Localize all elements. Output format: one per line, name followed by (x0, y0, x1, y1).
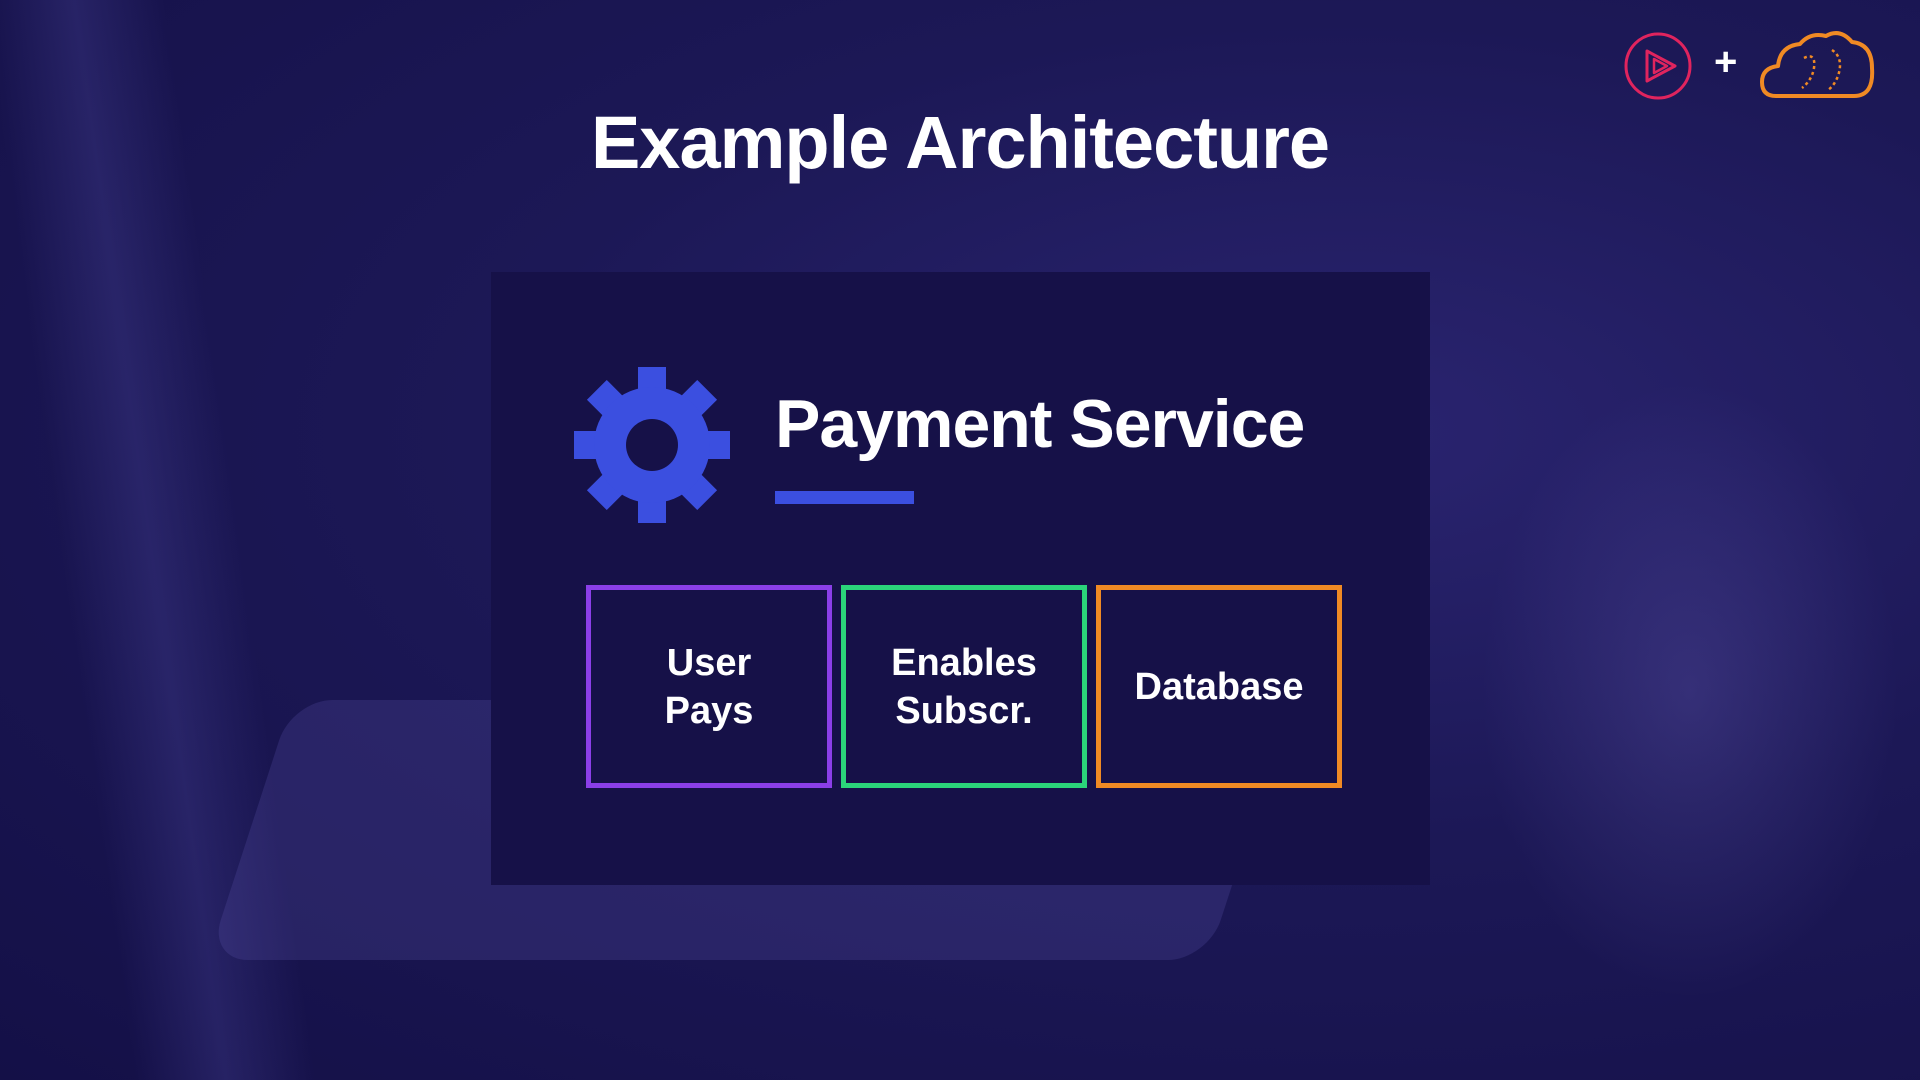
plus-sign: + (1714, 40, 1738, 84)
gear-icon (574, 367, 730, 523)
background-hand (1480, 380, 1900, 1000)
box-label-line: Enables (891, 641, 1037, 684)
slide-title: Example Architecture (590, 101, 1330, 184)
enables-subscription-box: Enables Subscr. (841, 585, 1087, 788)
box-label-line: User (666, 641, 752, 684)
database-box: Database (1096, 585, 1342, 788)
architecture-panel (491, 272, 1430, 885)
service-title: Payment Service (775, 386, 1305, 462)
logo-area: + (1618, 28, 1898, 108)
box-label-line: Database (1134, 665, 1304, 708)
box-label-line: Subscr. (895, 689, 1033, 732)
play-icon (1624, 32, 1692, 100)
user-pays-box: User Pays (586, 585, 832, 788)
box-label-line: Pays (664, 689, 754, 732)
title-underline (775, 491, 914, 504)
cloud-icon (1760, 31, 1875, 98)
